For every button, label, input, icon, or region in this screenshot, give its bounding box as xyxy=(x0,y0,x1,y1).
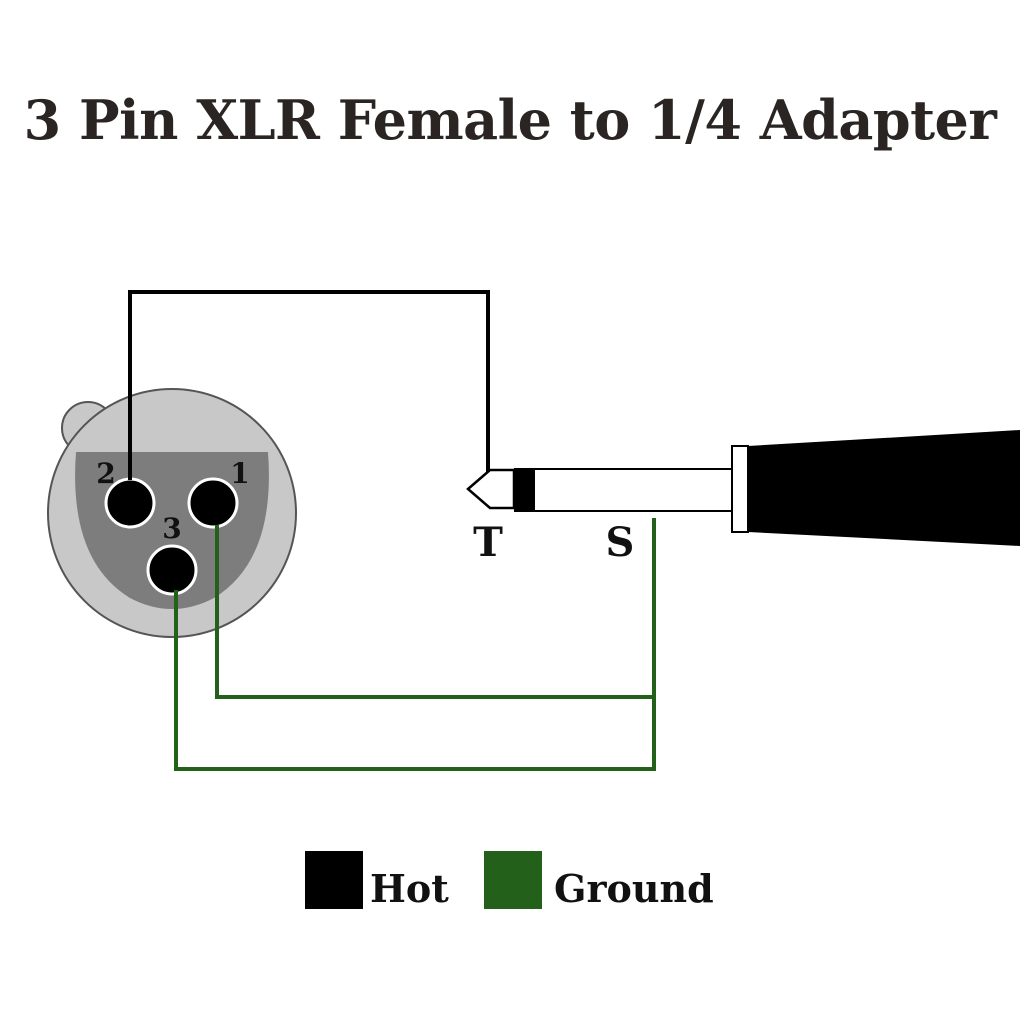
legend-swatch-ground xyxy=(484,851,542,909)
plug-ring-insulator xyxy=(514,468,534,512)
xlr-pin-1 xyxy=(187,477,239,529)
quarter-inch-plug: T S xyxy=(466,430,1020,566)
legend-label-hot: Hot xyxy=(370,866,449,911)
ground-wire-pin-3 xyxy=(174,518,656,771)
legend-swatch-hot xyxy=(305,851,363,909)
pin-label-3: 3 xyxy=(162,512,181,545)
xlr-female-connector: 2 1 3 xyxy=(47,388,297,638)
pin-label-2: 2 xyxy=(96,457,115,490)
xlr-pin-3 xyxy=(146,544,198,596)
hot-wire xyxy=(128,290,490,480)
plug-tip xyxy=(466,468,516,510)
ground-wire-pin-1 xyxy=(215,525,654,699)
plug-handle xyxy=(748,430,1020,546)
page-title: 3 Pin XLR Female to 1/4 Adapter xyxy=(23,88,997,152)
sleeve-label: S xyxy=(606,519,635,566)
tip-label: T xyxy=(473,519,503,566)
legend-label-ground: Ground xyxy=(554,866,714,911)
plug-collar xyxy=(731,445,749,533)
pin-label-1: 1 xyxy=(230,457,249,490)
plug-sleeve xyxy=(533,468,733,512)
